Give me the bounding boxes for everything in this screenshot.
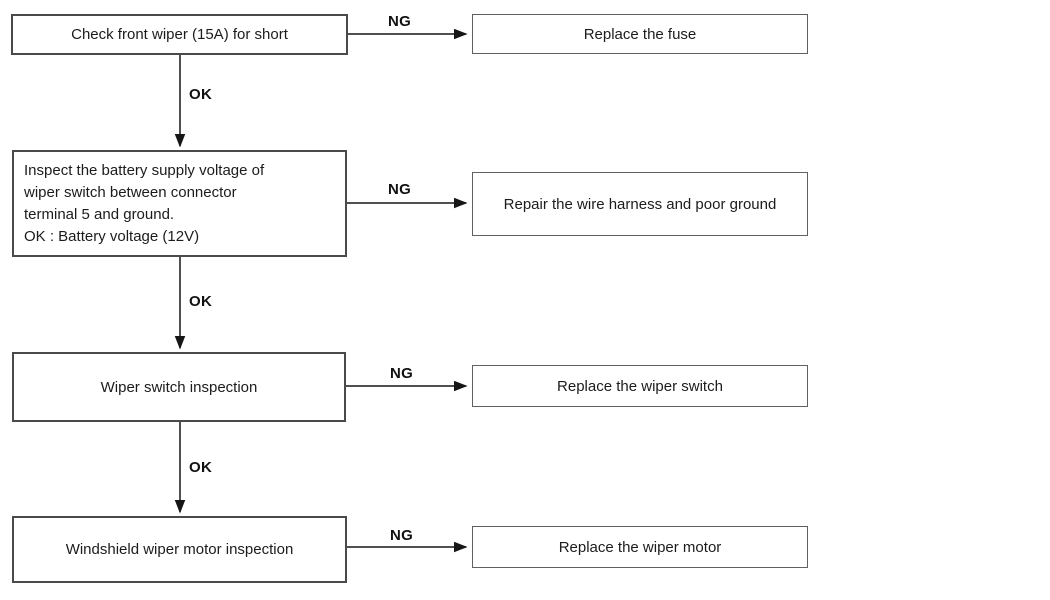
- step-box-3: Wiper switch inspection: [12, 352, 346, 422]
- ok-label-1: OK: [189, 86, 213, 103]
- step-box-1: Check front wiper (15A) for short: [11, 14, 348, 55]
- ng-label-4: NG: [390, 527, 414, 544]
- remedy-box-1: Replace the fuse: [472, 14, 808, 54]
- step-box-2-label: Inspect the battery supply voltage of wi…: [24, 161, 265, 245]
- step-box-4-label: Windshield wiper motor inspection: [65, 541, 294, 558]
- remedy-box-3-label: Replace the wiper switch: [557, 377, 723, 395]
- step-box-1-label: Check front wiper (15A) for short: [71, 26, 288, 43]
- ok-label-3: OK: [189, 459, 213, 476]
- remedy-box-4-label: Replace the wiper motor: [558, 538, 722, 556]
- remedy-box-3: Replace the wiper switch: [472, 365, 808, 407]
- remedy-box-1-label: Replace the fuse: [583, 25, 697, 43]
- remedy-box-4: Replace the wiper motor: [472, 526, 808, 568]
- step-box-2: Inspect the battery supply voltage of wi…: [12, 150, 347, 257]
- remedy-box-2-label: Repair the wire harness and poor ground: [503, 195, 777, 213]
- ok-label-2: OK: [189, 293, 213, 310]
- remedy-box-2: Repair the wire harness and poor ground: [472, 172, 808, 236]
- ng-label-2: NG: [388, 181, 412, 198]
- step-box-3-label: Wiper switch inspection: [100, 378, 258, 396]
- step-box-4: Windshield wiper motor inspection: [12, 516, 347, 583]
- ng-label-3: NG: [390, 365, 414, 382]
- ng-label-1: NG: [388, 13, 412, 30]
